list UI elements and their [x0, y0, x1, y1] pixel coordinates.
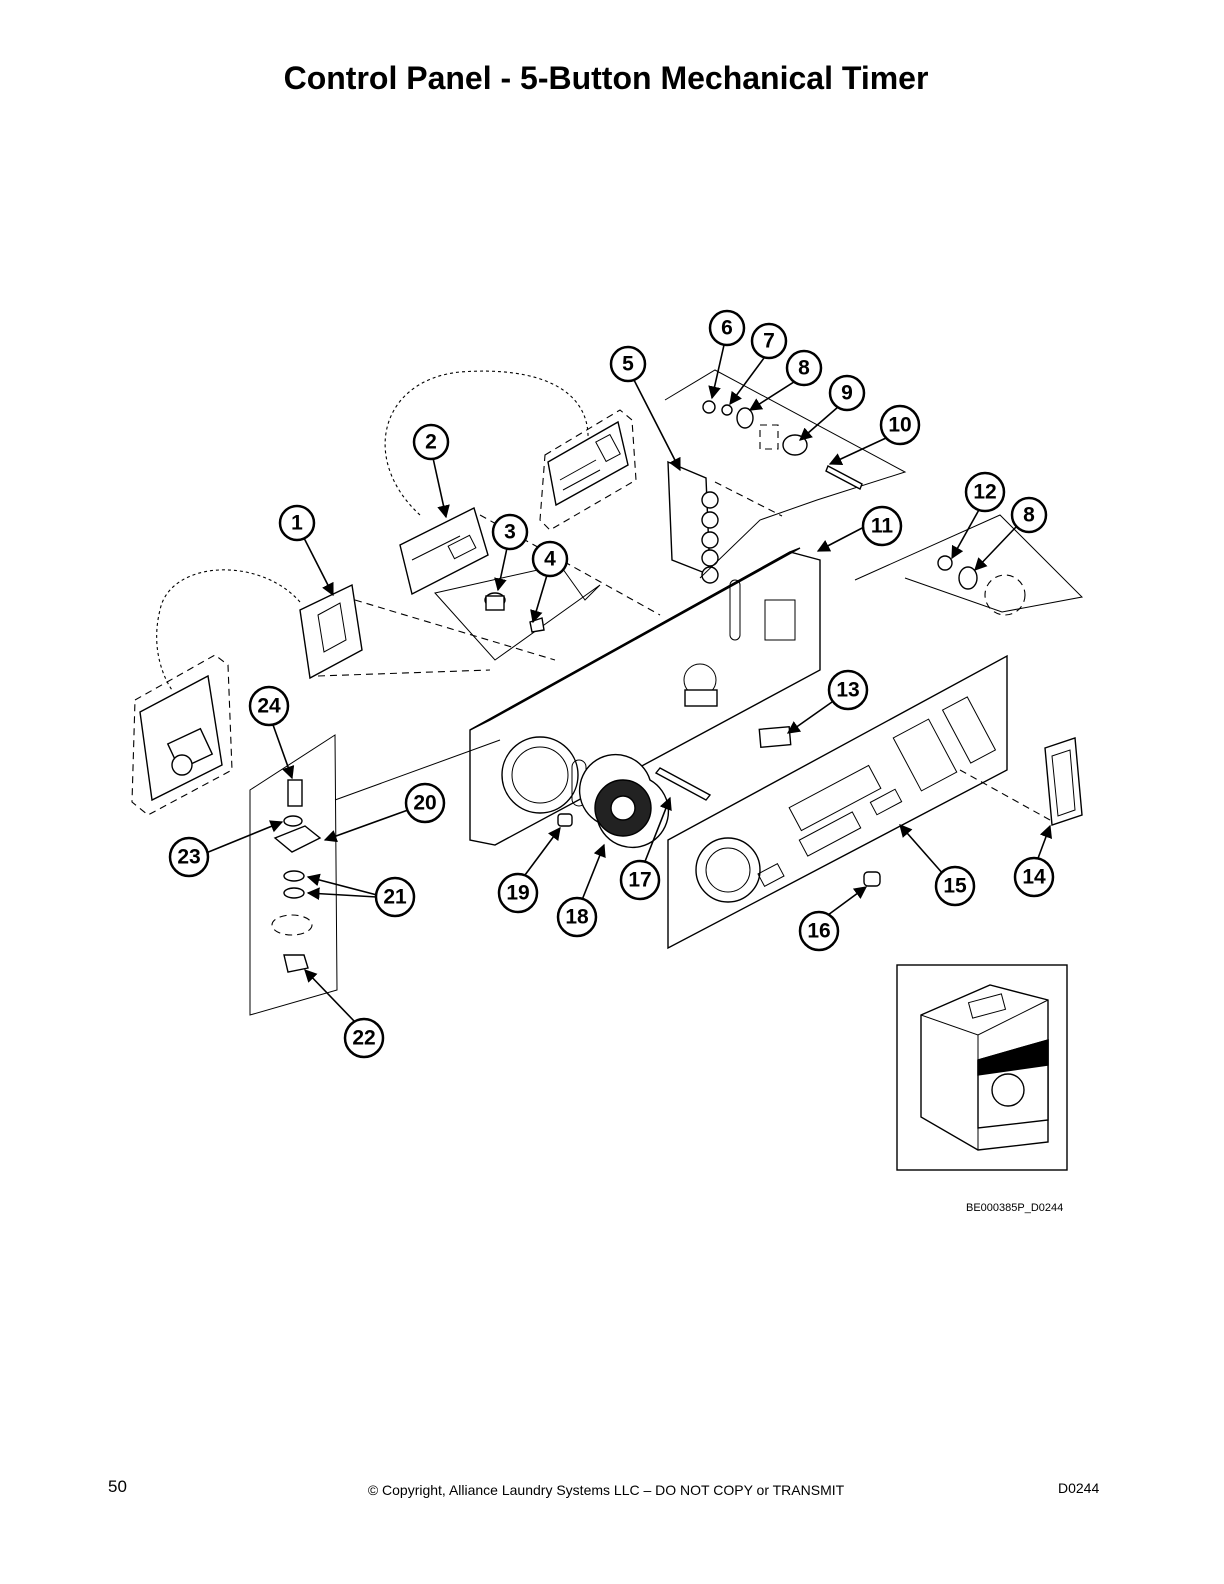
svg-text:5: 5 — [622, 353, 634, 376]
page-number: 50 — [108, 1477, 127, 1496]
svg-text:11: 11 — [871, 515, 894, 538]
callout-5: 5 — [609, 345, 647, 383]
document-code: D0244 — [1058, 1480, 1100, 1496]
callout-11: 11 — [861, 505, 903, 547]
callout-6: 6 — [708, 309, 746, 347]
callout-3: 3 — [491, 513, 529, 551]
svg-text:6: 6 — [721, 317, 733, 340]
page-title: Control Panel - 5-Button Mechanical Time… — [283, 60, 929, 96]
svg-text:13: 13 — [836, 679, 859, 702]
svg-text:15: 15 — [943, 875, 967, 898]
callout-22: 22 — [343, 1017, 385, 1059]
callout-9: 9 — [828, 374, 866, 412]
machine-inset — [896, 964, 1068, 1171]
callout-24: 24 — [248, 685, 290, 727]
callout-8a: 8 — [785, 349, 823, 387]
callout-16: 16 — [798, 910, 840, 952]
relay-assembly-drawing — [139, 674, 223, 802]
svg-text:21: 21 — [383, 886, 407, 909]
callout-15: 15 — [934, 865, 976, 907]
drawing-id: BE000385P_D0244 — [966, 1202, 1064, 1214]
part-14-bezel-drawing — [959, 737, 1083, 826]
callout-1: 1 — [278, 504, 316, 542]
callout-2: 2 — [412, 423, 450, 461]
part-13-lens-drawing — [758, 725, 792, 749]
part-11-main-panel-drawing — [469, 547, 821, 846]
svg-text:7: 7 — [763, 330, 775, 353]
parts-16-19-drawing — [557, 753, 881, 887]
callout-21: 21 — [374, 876, 416, 918]
wiring-harness-upper — [384, 370, 589, 516]
copyright-notice: © Copyright, Alliance Laundry Systems LL… — [367, 1482, 845, 1498]
svg-text:10: 10 — [888, 414, 911, 437]
part-5-switch-bank-drawing — [667, 460, 783, 584]
part-1-board-drawing — [299, 583, 556, 680]
svg-text:3: 3 — [504, 521, 516, 544]
svg-text:18: 18 — [565, 906, 589, 929]
svg-text:17: 17 — [628, 869, 651, 892]
svg-text:12: 12 — [973, 481, 996, 504]
svg-text:9: 9 — [841, 382, 853, 405]
fastener-detail-box-2 — [854, 514, 1084, 616]
part-15-overlay-drawing — [667, 654, 1008, 950]
callout-23: 23 — [168, 836, 210, 878]
wiring-harness-lower — [156, 569, 301, 691]
svg-text:8: 8 — [798, 357, 810, 380]
part-3-4-bracket-drawing — [434, 564, 601, 661]
svg-text:14: 14 — [1022, 866, 1046, 889]
svg-text:4: 4 — [544, 548, 556, 571]
callout-10: 10 — [879, 404, 921, 446]
upper-board-outline — [539, 409, 637, 531]
svg-text:20: 20 — [413, 792, 436, 815]
svg-text:22: 22 — [352, 1027, 375, 1050]
callout-17: 17 — [619, 859, 661, 901]
part-2-board-drawing — [399, 507, 661, 616]
callout-4: 4 — [531, 540, 569, 578]
lower-relay-outline — [131, 654, 233, 816]
callout-13: 13 — [827, 669, 869, 711]
callout-12: 12 — [964, 471, 1006, 513]
fastener-stack-drawing — [249, 734, 501, 1016]
callout-19: 19 — [497, 872, 539, 914]
svg-text:19: 19 — [506, 882, 529, 905]
callout-18: 18 — [556, 896, 598, 938]
svg-text:1: 1 — [291, 512, 303, 535]
leader-lines — [205, 344, 1052, 1023]
callout-7: 7 — [750, 322, 788, 360]
upper-pcb-drawing — [547, 420, 629, 507]
callout-8b: 8 — [1010, 496, 1048, 534]
svg-text:8: 8 — [1023, 504, 1035, 527]
svg-text:16: 16 — [807, 920, 830, 943]
callout-20: 20 — [404, 782, 446, 824]
svg-text:23: 23 — [177, 846, 200, 869]
svg-text:2: 2 — [425, 431, 437, 454]
svg-text:24: 24 — [257, 695, 281, 718]
callout-14: 14 — [1013, 856, 1055, 898]
